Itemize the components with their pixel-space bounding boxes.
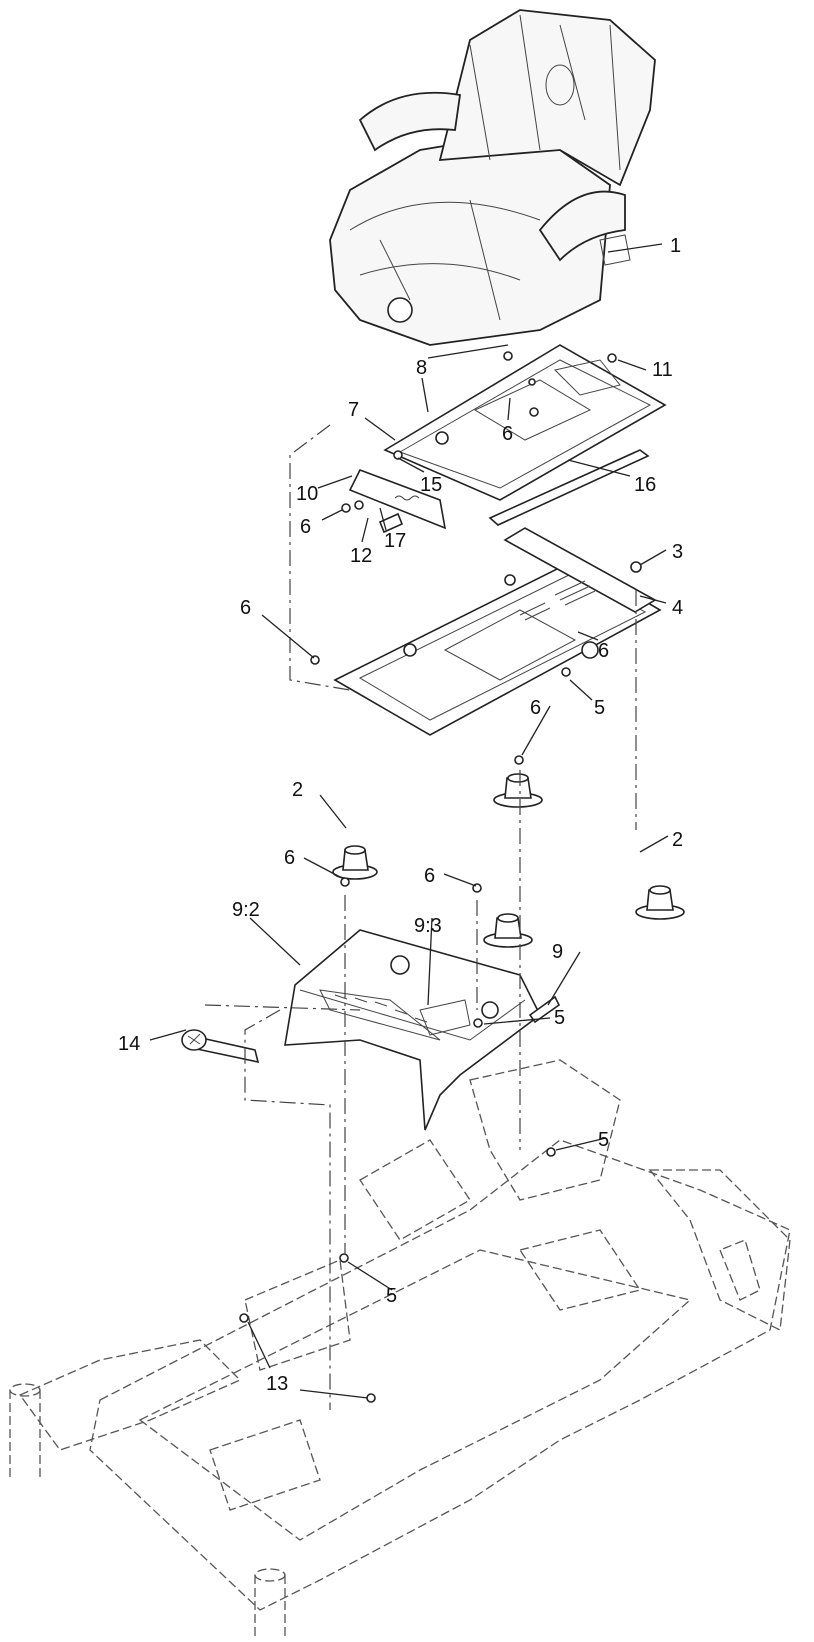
mower-frame [9, 1059, 791, 1640]
rubber-isolator-mounts [332, 773, 685, 948]
decal-9-2 [319, 989, 441, 1041]
seat-assembly [329, 9, 656, 346]
lower-seat-plate [333, 527, 662, 736]
callout-5-b: 5 [554, 1007, 565, 1029]
logo-decal [181, 1029, 260, 1064]
leader-lines [149, 243, 669, 1399]
callout-10: 10 [296, 483, 318, 505]
isolator-left [332, 845, 378, 880]
callout-15: 15 [420, 474, 442, 496]
isolator-mid [483, 913, 533, 948]
callout-9-2: 9:2 [232, 899, 260, 921]
decal-9-3 [419, 999, 471, 1036]
callout-6-e: 6 [530, 697, 541, 719]
hardware-fasteners [239, 351, 642, 1403]
callout-16: 16 [634, 474, 656, 496]
callout-13: 13 [266, 1373, 288, 1395]
callout-3: 3 [672, 541, 683, 563]
callout-11: 11 [652, 359, 673, 381]
callout-5-d: 5 [386, 1285, 397, 1307]
callout-5-a: 5 [594, 697, 605, 719]
callout-labels: 1 8 11 7 6 15 10 16 6 12 17 3 4 6 6 5 6 … [118, 235, 683, 1395]
control-panel-bracket [284, 929, 561, 1131]
callout-6-d: 6 [598, 640, 609, 662]
callout-5-c: 5 [598, 1129, 609, 1151]
callout-9: 9 [552, 941, 563, 963]
callout-6-b: 6 [300, 516, 311, 538]
callout-4: 4 [672, 597, 683, 619]
callout-8: 8 [416, 357, 427, 379]
callout-12: 12 [350, 545, 372, 567]
callout-9-3: 9:3 [414, 915, 442, 937]
callout-1: 1 [670, 235, 681, 257]
callout-6-f: 6 [284, 847, 295, 869]
callout-2-b: 2 [672, 829, 683, 851]
callout-17: 17 [384, 530, 406, 552]
callout-2-a: 2 [292, 779, 303, 801]
upper-seat-plate [383, 344, 667, 526]
callout-6-g: 6 [424, 865, 435, 887]
callout-14: 14 [118, 1033, 140, 1055]
callout-6-a: 6 [502, 423, 513, 445]
callout-7: 7 [348, 399, 359, 421]
alignment-lines [204, 424, 637, 1410]
isolator-center [493, 773, 543, 808]
callout-6-c: 6 [240, 597, 251, 619]
isolator-right [635, 885, 685, 920]
